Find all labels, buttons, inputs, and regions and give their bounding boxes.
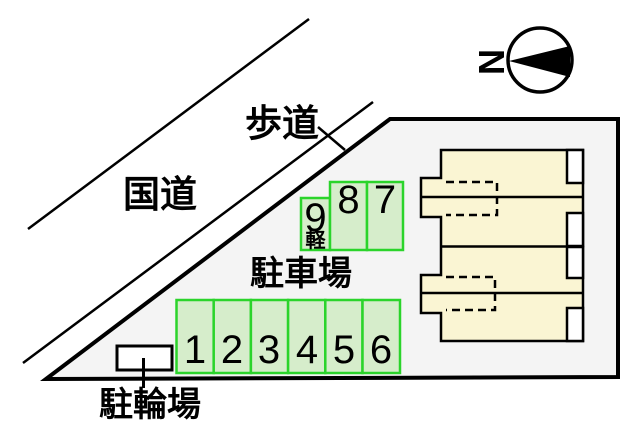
parking-space-5-label: 5 (333, 328, 355, 372)
sidewalk-label: 歩道 (245, 103, 319, 144)
parking-space-2-label: 2 (221, 328, 243, 372)
parking-space-1 (175, 298, 215, 375)
sidewalk-leader-line (317, 126, 346, 151)
road-line-inner (22, 100, 374, 365)
parking-space-9-kei (299, 196, 332, 252)
road-line-outer (27, 17, 310, 231)
parking-space-5 (324, 298, 364, 375)
building-stairwell-notch-3 (565, 245, 585, 280)
compass-north-label: N (471, 49, 512, 75)
parking-space-6-label: 6 (370, 328, 392, 372)
parking-row-front: 1 2 3 4 5 6 (175, 298, 402, 375)
parking-area-label: 駐車場 (250, 255, 352, 293)
compass-north-icon: N (471, 26, 574, 94)
parking-space-9-label: 9 (304, 196, 326, 240)
parking-space-7 (365, 180, 405, 252)
upper-floor-dashed-outline-2 (446, 275, 497, 312)
parking-space-9-kei-label: 軽 (306, 229, 327, 252)
parking-space-8 (328, 180, 369, 252)
parking-space-7-label: 7 (374, 178, 396, 222)
national-road-label: 国道 (123, 174, 197, 215)
upper-floor-dashed-outline-1 (446, 180, 499, 217)
parking-space-3-label: 3 (258, 328, 280, 372)
compass-needle (509, 46, 570, 77)
building-stairwell-notch-2 (565, 211, 585, 248)
parking-space-1-label: 1 (184, 328, 206, 372)
building-stairwell-notch-1 (565, 148, 585, 185)
bicycle-parking-label: 駐輪場 (99, 385, 201, 424)
building-stairwell-notch-4 (565, 306, 585, 343)
parking-row-back: 9 軽 8 7 (299, 178, 405, 252)
parking-space-8-label: 8 (337, 178, 359, 222)
parking-space-4-label: 4 (296, 328, 318, 372)
parking-space-6 (361, 298, 402, 375)
